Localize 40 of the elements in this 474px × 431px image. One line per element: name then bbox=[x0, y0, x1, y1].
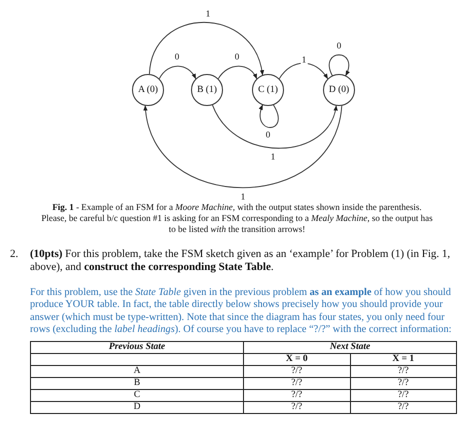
state-name: D bbox=[134, 402, 140, 412]
edge-label: 0 bbox=[174, 52, 180, 62]
placeholder-value: ?/? bbox=[291, 378, 302, 388]
figure-caption: Fig. 1 - Example of an FSM for a Moore Machine, with the output states shown inside the parenthesis. Please, be careful b/c question #1 is asking for an FSM corresponding to a Mealy Machine, so the output has to be listed with the transition arrows! bbox=[40, 202, 434, 235]
edge-label: 0 bbox=[234, 52, 240, 62]
state-circle: C (1) bbox=[252, 74, 284, 106]
placeholder-value: ?/? bbox=[291, 402, 302, 412]
transition-arrow bbox=[278, 62, 328, 80]
state-name: C bbox=[134, 390, 140, 400]
column-header: X = 0 bbox=[286, 354, 308, 364]
placeholder-value: ?/? bbox=[398, 366, 409, 376]
placeholder-value: ?/? bbox=[291, 390, 302, 400]
transition-arrow bbox=[212, 104, 338, 149]
question-number: 2. bbox=[10, 248, 18, 261]
state-name: B bbox=[134, 378, 140, 388]
placeholder-value: ?/? bbox=[291, 366, 302, 376]
state-name: A bbox=[134, 366, 140, 376]
edge-label: 1 bbox=[270, 152, 276, 162]
edge-label: 1 bbox=[240, 192, 246, 202]
transition-arrow bbox=[158, 66, 196, 80]
transition-arrow bbox=[328, 54, 350, 76]
column-header: Previous State bbox=[108, 342, 166, 352]
placeholder-value: ?/? bbox=[398, 378, 409, 388]
question-text: (10pts) For this problem, take the FSM sketch given as an ‘example’ for Problem (1) (in Fig. 1, above), and construct the corresponding State Table. bbox=[30, 248, 452, 274]
placeholder-value: ?/? bbox=[398, 390, 409, 400]
placeholder-value: ?/? bbox=[398, 402, 409, 412]
state-circle: D (0) bbox=[323, 74, 355, 106]
transition-arrow bbox=[259, 104, 279, 128]
transition-arrow bbox=[218, 66, 258, 80]
transition-arrow bbox=[148, 22, 264, 76]
column-header: X = 1 bbox=[392, 354, 414, 364]
edge-label: 1 bbox=[204, 10, 212, 18]
edge-label: 0 bbox=[336, 42, 342, 50]
instruction-paragraph: For this problem, use the State Table given in the previous problem as an example of how you should produce YOUR table. In fact, the table directly below shows precisely how you should provide your answer (which must be type-written). Note that since the diagram has four states, you only need four rows (excluding the label headings). Of course you have to replace “?/?” with the correct information: bbox=[30, 287, 452, 336]
edge-label: 0 bbox=[264, 130, 272, 140]
state-circle: A (0) bbox=[132, 74, 164, 106]
edge-label: 1 bbox=[300, 56, 308, 64]
state-circle: B (1) bbox=[191, 74, 223, 106]
transition-arrow bbox=[144, 105, 342, 188]
column-header: Next State bbox=[330, 342, 370, 352]
